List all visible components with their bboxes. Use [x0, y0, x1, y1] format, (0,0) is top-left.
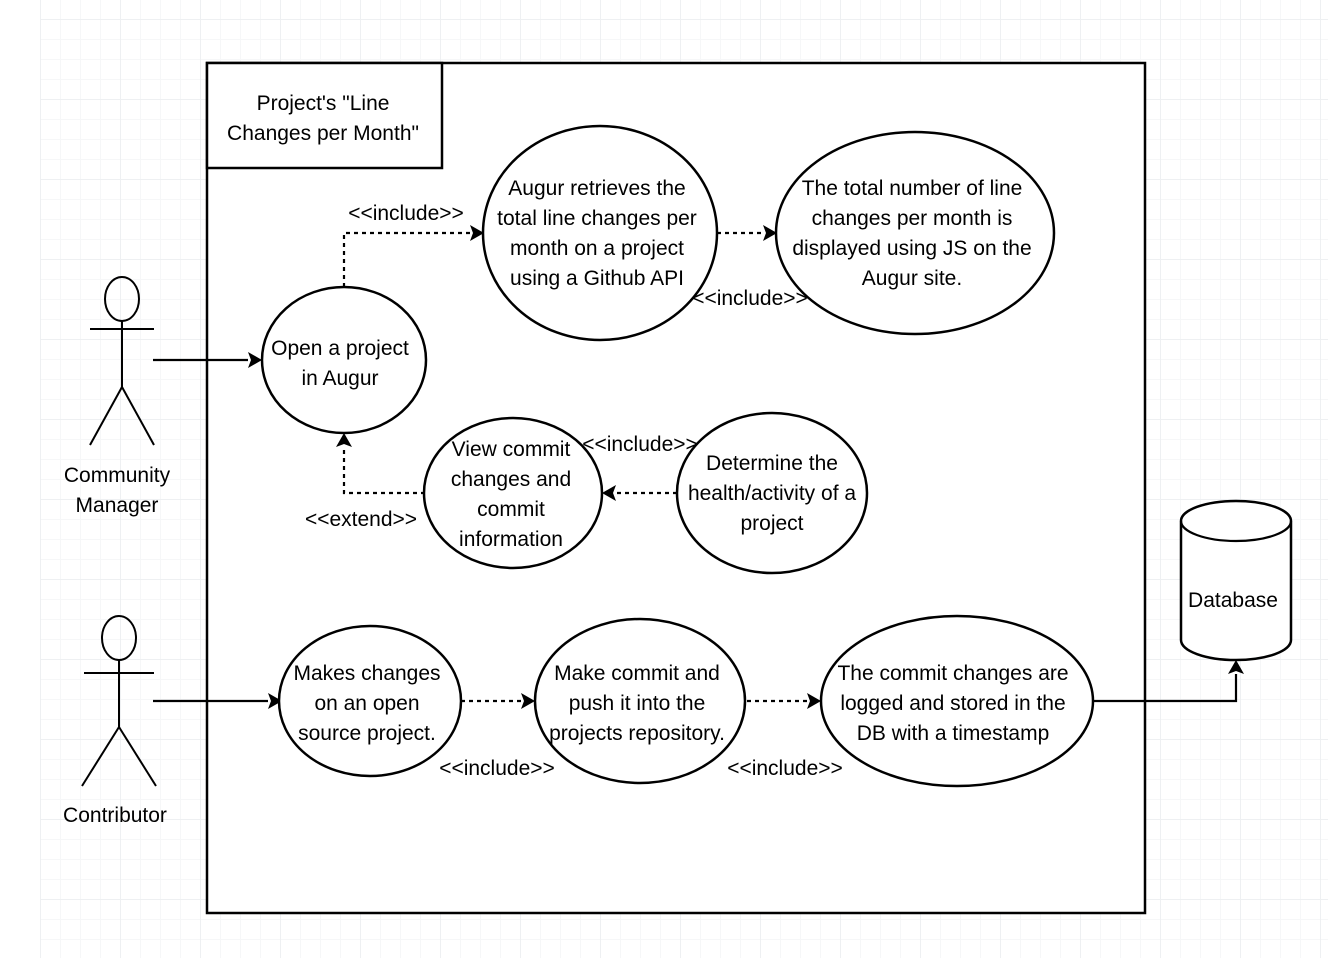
- database-cylinder-rim: [1179, 520, 1293, 543]
- label-line: The commit changes are: [837, 662, 1068, 685]
- use-case-view-commit[interactable]: View commit changes and commit information: [422, 416, 604, 570]
- use-case-augur-retrieves[interactable]: Augur retrieves the total line changes pe…: [481, 124, 719, 342]
- label-line: View commit: [452, 438, 571, 461]
- arrowhead: [521, 693, 535, 709]
- include-open-to-retrieve: [342, 231, 470, 287]
- arrowhead: [268, 693, 282, 709]
- include-label-1: <<include>>: [348, 202, 464, 225]
- use-case-make-commit[interactable]: Make commit and push it into the projects …: [533, 617, 747, 785]
- database[interactable]: Database: [1179, 499, 1293, 662]
- label-line: month on a project: [510, 237, 684, 260]
- use-case-label: Determine the health/activity of a project: [688, 452, 856, 535]
- label-line: using a Github API: [510, 267, 684, 290]
- label-line: source project.: [298, 722, 436, 745]
- database-label: Database: [1188, 589, 1278, 612]
- include-label-5: <<include>>: [727, 757, 843, 780]
- use-case-label: Make commit and push it into the projects …: [549, 662, 725, 745]
- arrowhead: [470, 225, 484, 241]
- include-label-3: <<include>>: [582, 433, 698, 456]
- use-case-label: Augur retrieves the total line changes pe…: [497, 177, 697, 290]
- actor-icon: [89, 276, 155, 446]
- association-logged-to-database: [1093, 674, 1238, 703]
- label-line: The total number of line: [802, 177, 1023, 200]
- label-line: commit: [477, 498, 545, 521]
- use-case-commit-logged[interactable]: The commit changes are logged and stored …: [819, 614, 1095, 788]
- label-line: on an open: [314, 692, 419, 715]
- label-line: Community: [64, 464, 171, 487]
- arrowhead: [248, 352, 262, 368]
- label-line: Changes per Month": [227, 122, 419, 145]
- connectors: [153, 225, 1244, 709]
- use-case-label: Open a project in Augur: [271, 337, 409, 390]
- use-case-total-displayed[interactable]: The total number of line changes per mont…: [774, 130, 1056, 336]
- label-line: Augur retrieves the: [508, 177, 685, 200]
- label-line: Open a project: [271, 337, 409, 360]
- extend-view-to-open: [342, 447, 425, 495]
- label-line: Make commit and: [554, 662, 720, 685]
- label-line: push it into the: [569, 692, 706, 715]
- include-label-4: <<include>>: [439, 757, 555, 780]
- use-case-label: Makes changes on an open source project.: [293, 662, 440, 745]
- label-line: DB with a timestamp: [857, 722, 1050, 745]
- label-line: Manager: [76, 494, 159, 517]
- use-case-label: The commit changes are logged and stored …: [837, 662, 1068, 745]
- use-case-determine-health[interactable]: Determine the health/activity of a project: [675, 411, 869, 575]
- label-line: total line changes per: [497, 207, 697, 230]
- label-line: projects repository.: [549, 722, 725, 745]
- use-case-label: View commit changes and commit information: [451, 438, 571, 551]
- arrowhead: [763, 225, 777, 241]
- arrowhead: [336, 433, 352, 447]
- arrowhead: [807, 693, 821, 709]
- label-line: Project's "Line: [257, 92, 390, 115]
- label-line: Augur site.: [862, 267, 962, 290]
- label-line: in Augur: [301, 367, 378, 390]
- label-line: logged and stored in the: [840, 692, 1065, 715]
- label-line: Contributor: [63, 804, 167, 827]
- system-title-box[interactable]: [205, 61, 444, 170]
- extend-label: <<extend>>: [305, 508, 417, 531]
- database-cylinder-body: [1179, 499, 1293, 662]
- label-line: Determine the: [706, 452, 838, 475]
- arrowhead: [1228, 660, 1244, 674]
- label-line: changes per month is: [812, 207, 1013, 230]
- use-case-label: The total number of line changes per mont…: [792, 177, 1031, 290]
- arrowhead: [602, 485, 616, 501]
- actor-contributor[interactable]: Contributor: [63, 615, 167, 827]
- label-line: Makes changes: [293, 662, 440, 685]
- label-line: displayed using JS on the: [792, 237, 1031, 260]
- actor-icon: [81, 615, 157, 787]
- actor-label: Contributor: [63, 804, 167, 827]
- use-case-makes-changes[interactable]: Makes changes on an open source project.: [277, 624, 463, 778]
- use-case-open-project[interactable]: Open a project in Augur: [260, 285, 428, 435]
- label-line: project: [740, 512, 803, 535]
- label-line: information: [459, 528, 563, 551]
- label-line: changes and: [451, 468, 571, 491]
- label-line: health/activity of a: [688, 482, 856, 505]
- include-label-2: <<include>>: [692, 287, 808, 310]
